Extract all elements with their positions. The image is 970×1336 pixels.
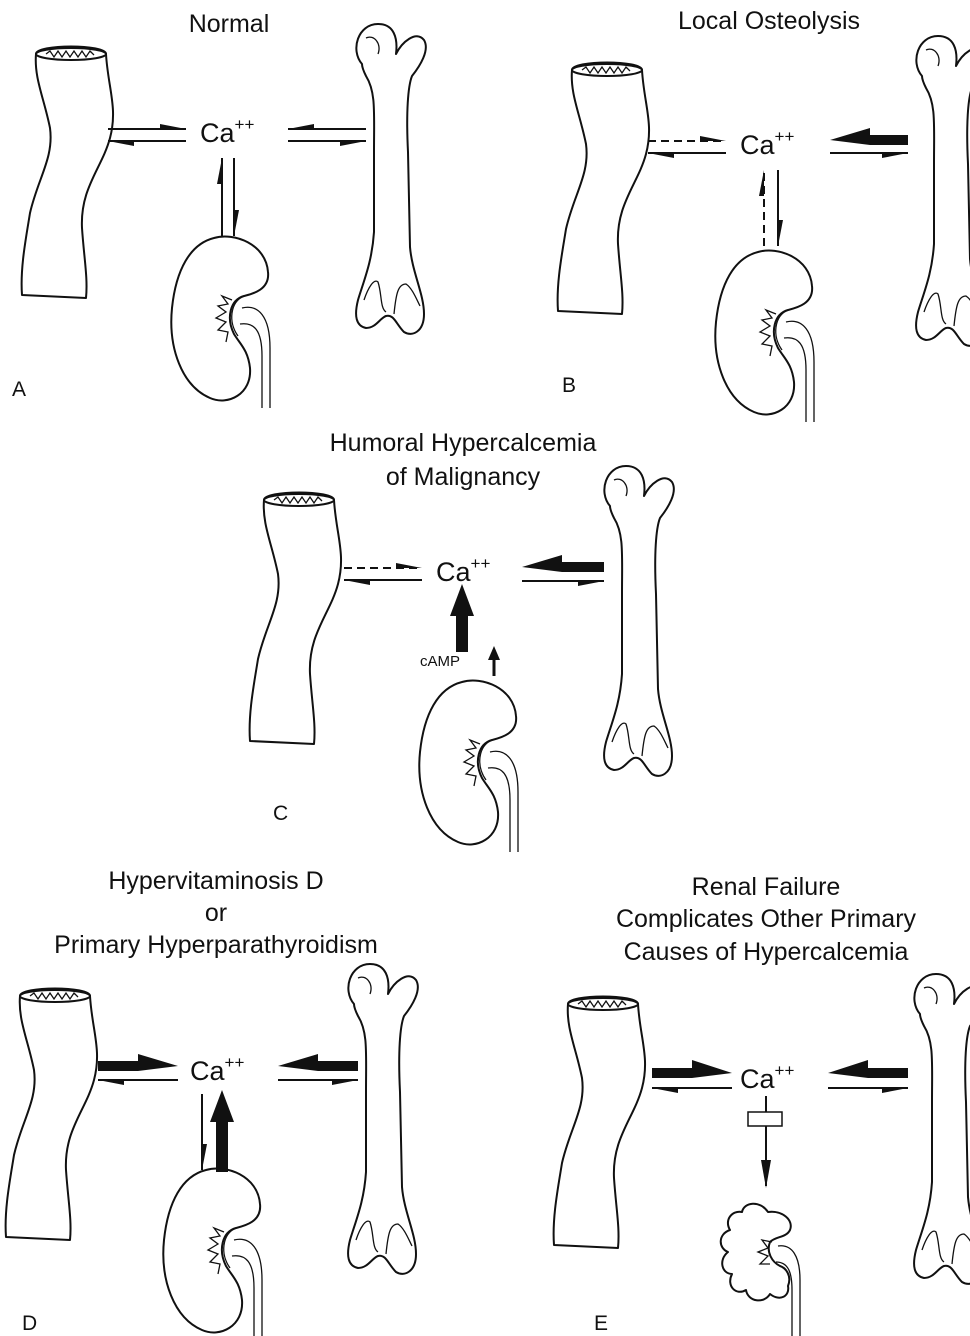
intestine-icon [22, 47, 113, 299]
kidney-exchange-arrows [217, 158, 239, 236]
bone-exchange-arrows [288, 124, 366, 146]
bone-exchange-arrows [830, 128, 908, 158]
panel-title-line2: or [205, 899, 227, 927]
panel-title: Humoral Hypercalcemia [330, 429, 597, 457]
calcium-label: Ca++ [740, 127, 794, 160]
bone-exchange-arrows [522, 555, 604, 586]
gut-exchange-arrows [648, 136, 726, 158]
kidney-to-calcium-arrow [450, 584, 474, 652]
panel-letter: C [273, 802, 288, 825]
femur-icon [604, 466, 674, 776]
intestine-icon [558, 63, 649, 315]
kidney-exchange-arrows [202, 1090, 234, 1172]
panel-e: Renal Failure Complicates Other Primary … [554, 873, 970, 1336]
calcium-label: Ca++ [740, 1061, 794, 1094]
femur-icon [914, 974, 970, 1284]
gut-exchange-arrows [108, 124, 186, 146]
calcium-label: Ca++ [436, 554, 490, 587]
panel-title-line3: Causes of Hypercalcemia [624, 938, 909, 966]
femur-icon [916, 36, 970, 346]
damaged-kidney-icon [721, 1204, 800, 1336]
panel-d: Hypervitaminosis D or Primary Hyperparat… [6, 867, 418, 1336]
calcium-label: Ca++ [200, 115, 254, 148]
intestine-icon [554, 997, 645, 1249]
camp-increase-arrow [488, 646, 500, 676]
panel-title-line2: Complicates Other Primary [616, 905, 917, 933]
femur-icon [356, 24, 426, 334]
intestine-icon [6, 989, 97, 1241]
panel-title: Renal Failure [692, 873, 841, 901]
gut-exchange-arrows [344, 563, 422, 585]
blocked-renal-excretion-arrow [748, 1096, 782, 1188]
panel-subtitle: of Malignancy [386, 463, 541, 491]
kidney-icon [171, 236, 270, 408]
kidney-icon [163, 1168, 262, 1336]
kidney-exchange-arrows [759, 170, 783, 246]
panel-letter: A [12, 378, 26, 401]
femur-icon [348, 964, 418, 1274]
panel-a: Normal Ca++ A [12, 10, 426, 408]
panel-title: Local Osteolysis [678, 7, 860, 35]
panel-b: Local Osteolysis Ca++ B [558, 7, 970, 422]
gut-exchange-arrows [652, 1060, 732, 1093]
intestine-icon [250, 493, 341, 745]
bone-exchange-arrows [278, 1054, 358, 1085]
kidney-icon [715, 250, 814, 422]
panel-letter: B [562, 374, 576, 397]
camp-label: cAMP [420, 653, 460, 670]
panel-c: Humoral Hypercalcemia of Malignancy Ca++… [250, 429, 674, 852]
gut-exchange-arrows [98, 1054, 178, 1085]
calcium-label: Ca++ [190, 1053, 244, 1086]
panel-title-line3: Primary Hyperparathyroidism [54, 931, 378, 959]
panel-title: Hypervitaminosis D [108, 867, 323, 895]
bone-exchange-arrows [828, 1060, 908, 1093]
panel-letter: E [594, 1312, 608, 1335]
panel-title: Normal [189, 10, 270, 38]
kidney-icon [419, 680, 518, 852]
panel-letter: D [22, 1312, 37, 1335]
